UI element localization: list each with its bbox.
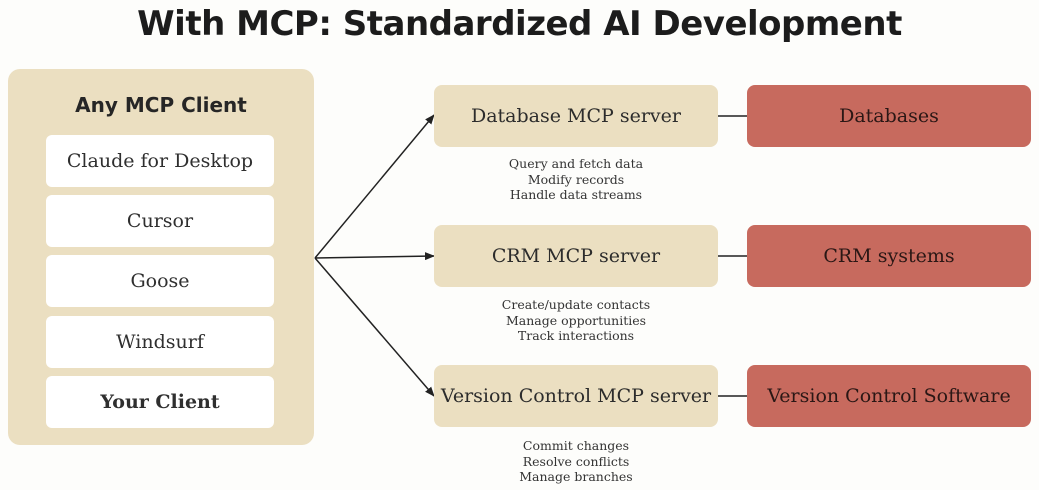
client-item-windsurf: Windsurf bbox=[46, 316, 274, 368]
client-item-goose: Goose bbox=[46, 255, 274, 307]
capability-text: Commit changes bbox=[522, 438, 630, 453]
version-control-server-capabilities: Commit changes Resolve conflicts Manage … bbox=[434, 438, 718, 485]
version-control-software-box: Version Control Software bbox=[747, 365, 1031, 427]
crm-mcp-server: CRM MCP server bbox=[434, 225, 718, 287]
arrow-to-database-server bbox=[314, 114, 435, 259]
capability-text: Resolve conflicts bbox=[522, 453, 630, 469]
databases-box: Databases bbox=[747, 85, 1031, 147]
arrow-to-crm-server bbox=[314, 252, 435, 261]
capability-text: Handle data streams bbox=[509, 187, 643, 202]
version-control-mcp-server: Version Control MCP server bbox=[434, 365, 718, 427]
client-item-claude-desktop: Claude for Desktop bbox=[46, 135, 274, 187]
crm-systems-box: CRM systems bbox=[747, 225, 1031, 287]
diagram-title: With MCP: Standardized AI Development bbox=[137, 4, 902, 44]
capability-text: Modify records bbox=[527, 171, 625, 187]
client-panel-heading: Any MCP Client bbox=[75, 93, 247, 117]
client-item-your-client: Your Client bbox=[46, 376, 274, 428]
database-server-capabilities: Query and fetch data Modify records Hand… bbox=[434, 156, 718, 203]
capability-text: Manage opportunities bbox=[505, 312, 647, 328]
crm-server-capabilities: Create/update contacts Manage opportunit… bbox=[434, 297, 718, 344]
capability-text: Track interactions bbox=[517, 328, 635, 343]
capability-text: Manage branches bbox=[519, 469, 633, 484]
database-mcp-server: Database MCP server bbox=[434, 85, 718, 147]
client-item-cursor: Cursor bbox=[46, 195, 274, 247]
capability-text: Create/update contacts bbox=[501, 297, 651, 312]
arrow-to-version-control-server bbox=[314, 257, 435, 397]
mcp-client-panel: Any MCP Client Claude for Desktop Cursor… bbox=[8, 69, 314, 445]
capability-text: Query and fetch data bbox=[508, 156, 644, 171]
